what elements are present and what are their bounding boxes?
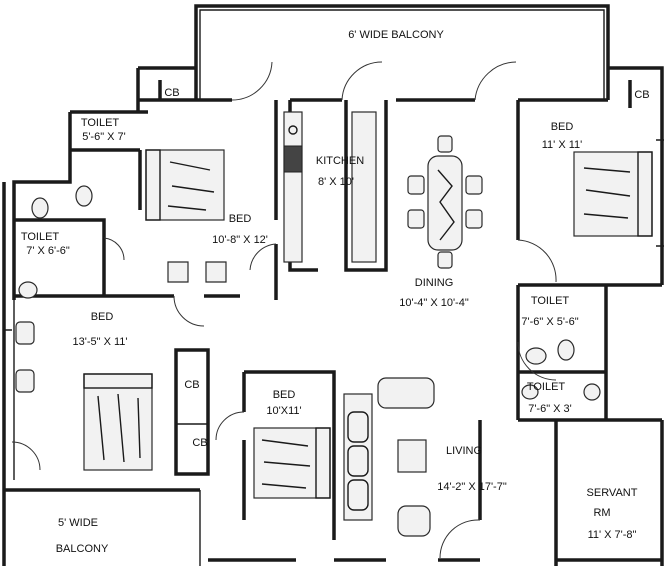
toilet-2-label: TOILET	[21, 231, 60, 243]
cb-label: CB	[184, 379, 199, 391]
cb-label: CB	[192, 437, 207, 449]
armchair-icon	[397, 505, 431, 537]
toilet-4-size: 7'-6" X 3'	[528, 403, 572, 415]
servant-room-label: SERVANT	[587, 487, 638, 499]
toilet-seat-icon	[31, 197, 49, 219]
bed-1-size: 10'-8" X 12'	[212, 234, 268, 246]
toilet-seat-icon	[557, 339, 575, 361]
cb-label: CB	[634, 89, 649, 101]
washbasin-icon	[521, 384, 539, 400]
bed-icon	[145, 149, 225, 221]
bed-2-label: BED	[551, 121, 574, 133]
room-labels: 6' WIDE BALCONY CB CB TOILET 5'-6" X 7' …	[21, 29, 650, 555]
armchair-icon	[377, 377, 435, 409]
chair-icon	[407, 175, 425, 195]
washbasin-icon	[75, 185, 93, 207]
toilet-seat-icon	[18, 281, 38, 299]
chair-icon	[205, 261, 227, 283]
door-swings	[11, 61, 557, 559]
dining-size: 10'-4" X 10'-4"	[399, 297, 469, 309]
toilet-2-size: 7' X 6'-6"	[26, 245, 70, 257]
kitchen-label: KITCHEN	[316, 155, 364, 167]
toilet-seat-icon	[583, 383, 601, 401]
toilet-3-label: TOILET	[531, 295, 570, 307]
chair-icon	[167, 261, 189, 283]
walls	[2, 4, 664, 566]
chair-icon	[465, 209, 483, 229]
living-label: LIVING	[446, 445, 482, 457]
dining-table-icon	[427, 155, 463, 251]
chair-icon	[437, 135, 453, 153]
chair-icon	[15, 369, 35, 393]
bed-icon	[253, 427, 331, 499]
living-size: 14'-2" X 17'-7"	[437, 481, 507, 493]
chair-icon	[465, 175, 483, 195]
servant-room-label-2: RM	[593, 507, 610, 519]
counter-icon	[351, 111, 377, 263]
bed-2-size: 11' X 11'	[542, 139, 583, 151]
furniture	[4, 111, 664, 537]
bed-3-size: 13'-5" X 11'	[73, 336, 128, 348]
dining-label: DINING	[415, 277, 454, 289]
coffee-table-icon	[397, 439, 427, 473]
balcony-bottom-label-2: BALCONY	[56, 543, 109, 555]
toilet-3-size: 7'-6" X 5'-6"	[521, 316, 578, 328]
bed-4-label: BED	[273, 389, 296, 401]
washbasin-icon	[525, 347, 547, 365]
balcony-bottom-label: 5' WIDE	[58, 517, 98, 529]
cb-label: CB	[164, 87, 179, 99]
chair-icon	[15, 321, 35, 345]
chair-icon	[407, 209, 425, 229]
stove-icon	[283, 145, 303, 173]
toilet-1-size: 5'-6" X 7'	[82, 131, 126, 143]
toilet-1-label: TOILET	[81, 117, 120, 129]
toilet-4-label: TOILET	[527, 381, 566, 393]
chair-icon	[437, 251, 453, 269]
bed-4-size: 10'X11'	[266, 405, 301, 417]
bed-3-label: BED	[91, 311, 114, 323]
bed-1-label: BED	[229, 213, 252, 225]
bed-icon	[83, 373, 153, 471]
servant-room-size: 11' X 7'-8"	[588, 529, 637, 541]
kitchen-size: 8' X 10'	[318, 176, 354, 188]
balcony-top-label: 6' WIDE BALCONY	[348, 29, 444, 41]
